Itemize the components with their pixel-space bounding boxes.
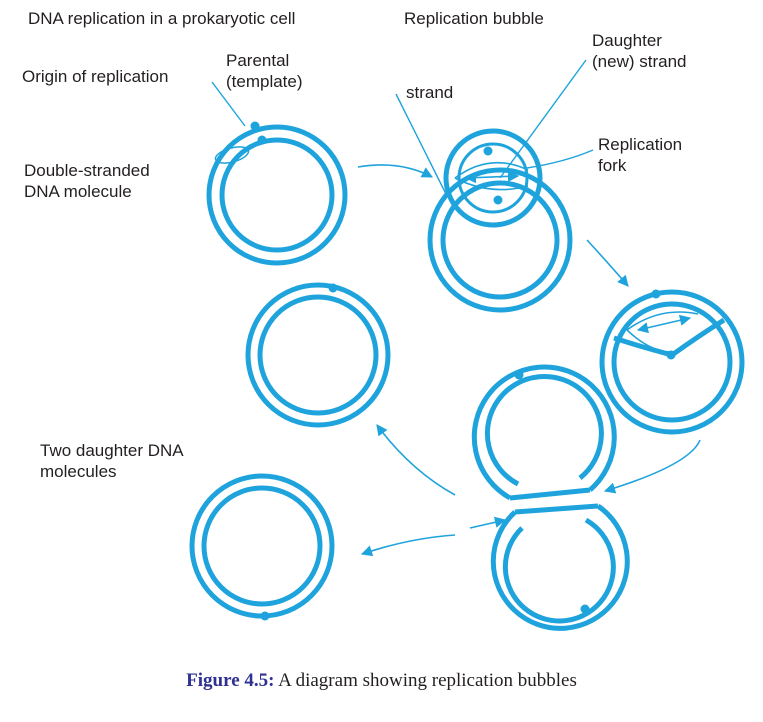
origin-marker [214, 146, 250, 164]
daughter-molecule-bottom [189, 473, 335, 619]
figure-caption: Figure 4.5: A diagram showing replicatio… [0, 670, 763, 692]
label-replication-fork: Replication fork [598, 134, 682, 176]
two-line2: molecules [40, 462, 117, 481]
expanded-bubble-circle [599, 289, 745, 435]
original-dna-circle [206, 124, 348, 266]
replication-bubble-circle [427, 128, 573, 313]
caption-text: A diagram showing replication bubbles [274, 670, 577, 691]
origin-dots [250, 121, 676, 621]
two-line1: Two daughter DNA [40, 441, 184, 460]
figure-number: Figure 4.5: [186, 670, 275, 691]
separating-dna-pair [471, 364, 630, 631]
title-prokaryotic: DNA replication in a prokaryotic cell [28, 9, 296, 28]
fork-eye [454, 161, 529, 191]
daughter-line2: (new) strand [592, 52, 687, 71]
process-arrows [357, 164, 701, 557]
label-double-stranded: Double-stranded DNA molecule [24, 160, 150, 202]
label-strand: strand [406, 83, 454, 102]
label-parental-template: Parental (template) [226, 50, 303, 92]
double-line2: DNA molecule [24, 182, 132, 201]
label-origin: Origin of replication [22, 67, 169, 86]
daughter-molecule-top [245, 282, 391, 428]
label-daughter-strand: Daughter (new) strand [592, 30, 686, 72]
label-two-daughter: Two daughter DNA molecules [40, 440, 184, 482]
daughter-line1: Daughter [592, 31, 662, 50]
parental-line2: (template) [226, 72, 303, 91]
parental-line1: Parental [226, 51, 290, 70]
fork-line2: fork [598, 156, 627, 175]
double-line1: Double-stranded [24, 161, 150, 180]
leader-lines [211, 59, 594, 197]
fork-line1: Replication [598, 135, 683, 154]
title-replication-bubble: Replication bubble [404, 9, 544, 28]
